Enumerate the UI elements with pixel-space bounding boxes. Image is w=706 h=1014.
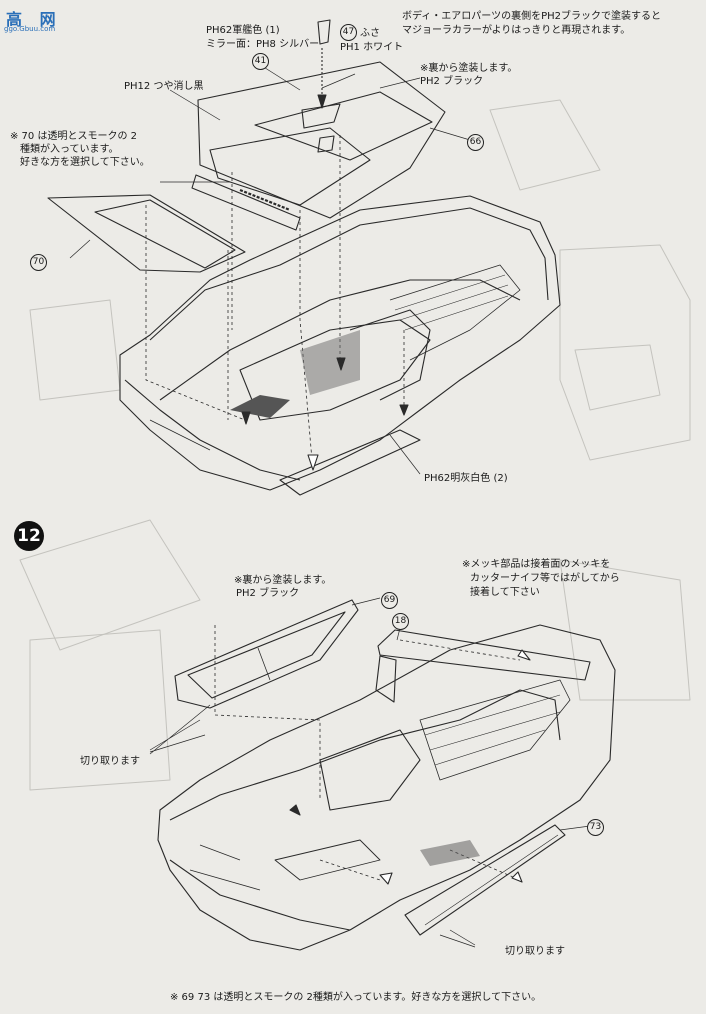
watermark-url: ggo.Gbuu.com <box>4 25 56 33</box>
plating-note-line-2: カッターナイフ等ではがしてから <box>470 573 620 584</box>
plating-note-line-3: 接着して下さい <box>470 587 540 598</box>
label-ph2-black-2: PH2 ブラック <box>236 588 300 599</box>
step-number-badge: 12 <box>14 521 44 551</box>
label-cut-off-2: 切り取ります <box>505 946 565 957</box>
site-watermark-logo: 高 网 ggo.Gbuu.com <box>4 6 68 34</box>
label-lid: ふさ <box>360 28 380 39</box>
background-ghost-lines <box>19 99 691 791</box>
label-mirror: ミラー面：PH8 シルバー <box>206 39 320 50</box>
note-70-line-3: 好きな方を選択して下さい。 <box>20 157 150 168</box>
rear-canopy-part <box>197 61 446 219</box>
part-number-66: 66 <box>467 134 484 151</box>
note-70-line-2: 種類が入っています。 <box>20 144 119 155</box>
part-number-69: 69 <box>381 592 398 609</box>
label-matte-black: PH12 つや消し黒 <box>124 81 204 92</box>
note-70-line-1: ※ 70 は透明とスモークの 2 <box>10 131 138 142</box>
window-panel-69 <box>174 599 359 709</box>
label-back-paint-2: ※裏から塗装します。 <box>234 575 332 586</box>
bottom-note: ※ 69 73 は透明とスモークの 2種類が入っています。好きな方を選択して下さ… <box>170 992 542 1003</box>
part-number-47: 47 <box>340 24 357 41</box>
label-back-paint-1: ※裏から塗装します。 <box>420 63 518 74</box>
label-ph2-black-1: PH2 ブラック <box>420 76 484 87</box>
top-note-line-1: ボディ・エアロパーツの裏側をPH2ブラックで塗装すると <box>402 11 662 22</box>
part-number-73: 73 <box>587 819 604 836</box>
label-ph62-light: PH62明灰白色 (2) <box>424 473 508 484</box>
cross-bar-18 <box>377 629 591 681</box>
label-ph62-body: PH62軍艦色 (1) <box>206 25 280 36</box>
watermark-title: 高 网 <box>6 10 62 29</box>
top-note-line-2: マジョーラカラーがよりはっきりと再現されます。 <box>402 25 631 36</box>
label-cut-off-1: 切り取ります <box>80 756 140 767</box>
label-ph1-white: PH1 ホワイト <box>340 42 404 53</box>
part-number-70: 70 <box>30 254 47 271</box>
side-skirt-73 <box>404 824 566 936</box>
car-body-upper <box>119 195 561 491</box>
part-number-18: 18 <box>392 613 409 630</box>
window-panel-70 <box>47 194 246 273</box>
plating-note-line-1: ※メッキ部品は接着面のメッキを <box>462 559 611 570</box>
part-number-41: 41 <box>252 53 269 70</box>
car-body-lower <box>157 624 616 951</box>
